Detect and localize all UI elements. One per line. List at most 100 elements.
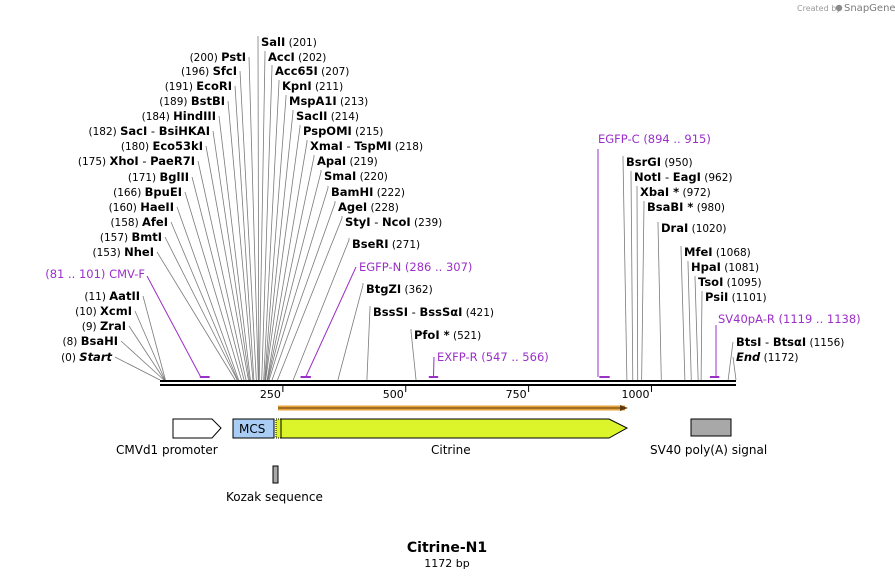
primer-leader <box>146 275 202 378</box>
site-label-styi[interactable]: StyI - NcoI (239) <box>345 215 442 229</box>
site-leader <box>687 261 692 381</box>
primer-label-egfpc[interactable]: EGFP-C (894 .. 915) <box>598 132 711 146</box>
site-label-noti[interactable]: NotI - EagI (962) <box>634 170 733 184</box>
site-leader <box>694 276 699 381</box>
site-label-bsrgi[interactable]: BsrGI (950) <box>626 155 693 169</box>
site-label-xbai[interactable]: XbaI * (972) <box>640 185 711 199</box>
site-label-bsahi[interactable]: (8) BsaHI <box>63 334 119 348</box>
site-leader <box>268 186 329 381</box>
site-label-sacii[interactable]: SacII (214) <box>296 109 359 123</box>
site-leader <box>266 140 308 381</box>
site-label-zrai[interactable]: (9) ZraI <box>82 319 126 333</box>
ruler-tick-label: 250 <box>260 388 281 401</box>
site-label-sali[interactable]: SalI (201) <box>261 35 317 49</box>
site-label-aatii[interactable]: (11) AatII <box>84 289 140 303</box>
ruler-tick-label: 500 <box>383 388 404 401</box>
site-label-hpai[interactable]: HpaI (1081) <box>691 260 759 274</box>
site-label-bglii[interactable]: (171) BglII <box>128 170 189 184</box>
site-label-btsi[interactable]: BtsI - BtsαI (1156) <box>736 335 844 349</box>
site-label-bsabi[interactable]: BsaBI * (980) <box>647 200 725 214</box>
site-label-mfei[interactable]: MfeI (1068) <box>684 245 751 259</box>
site-label-tsoi[interactable]: TsoI (1095) <box>698 275 762 289</box>
feature-label-sv40: SV40 poly(A) signal <box>650 443 767 457</box>
site-leader <box>134 310 166 381</box>
site-label-kpni[interactable]: KpnI (211) <box>282 79 343 93</box>
site-leader <box>410 329 417 381</box>
primer-label-sv40par[interactable]: SV40pA-R (1119 .. 1138) <box>718 312 861 326</box>
site-leader <box>264 95 287 381</box>
site-label-saci[interactable]: (182) SacI - BsiHKAI <box>89 124 210 138</box>
map-title: Citrine-N1 <box>407 540 487 556</box>
site-label-pspomi[interactable]: PspOMI (215) <box>303 124 383 138</box>
site-leader <box>197 160 247 381</box>
feature-kozak-box[interactable] <box>275 418 282 439</box>
site-label-apai[interactable]: ApaI (219) <box>317 154 378 168</box>
site-label-start[interactable]: (0) Start <box>61 350 112 364</box>
site-label-pfoi[interactable]: PfoI * (521) <box>414 328 481 342</box>
orf-arrowhead-icon <box>620 405 628 411</box>
site-label-eco53ki[interactable]: (180) Eco53kI <box>121 139 203 153</box>
site-leader <box>680 246 686 381</box>
primer-label-cmvf[interactable]: (81 .. 101) CMV-F <box>45 267 145 281</box>
site-label-acc65i[interactable]: Acc65I (207) <box>275 64 349 78</box>
site-labels: (0) Start (8) BsaHI(9) ZraI(10) XcmI(11) … <box>61 35 844 364</box>
site-label-agei[interactable]: AgeI (228) <box>338 200 399 214</box>
site-label-xcmi[interactable]: (10) XcmI <box>75 304 132 318</box>
site-label-smai[interactable]: SmaI (220) <box>324 169 388 183</box>
site-leader <box>630 171 634 381</box>
site-label-acci[interactable]: AccI (202) <box>268 50 326 64</box>
feature-citrine[interactable] <box>280 418 629 439</box>
site-label-bamhi[interactable]: BamHI (222) <box>331 185 405 199</box>
ruler-tick-label: 750 <box>506 388 527 401</box>
site-leader <box>267 155 315 381</box>
site-label-hindiii[interactable]: (184) HindIII <box>142 109 216 123</box>
site-label-haeii[interactable]: (160) HaeII <box>109 200 174 214</box>
site-label-nhei[interactable]: (153) NheI <box>93 245 154 259</box>
map-length: 1172 bp <box>424 557 469 570</box>
site-label-sfci[interactable]: (196) SfcI <box>181 64 237 78</box>
site-leader <box>128 325 165 381</box>
site-label-bseri[interactable]: BseRI (271) <box>352 237 420 251</box>
feature-mcs[interactable] <box>232 418 275 439</box>
site-leader <box>120 340 165 381</box>
feature-mcs-label: MCS <box>239 422 265 436</box>
primer-label-egfpn[interactable]: EGFP-N (286 .. 307) <box>359 260 472 274</box>
site-leader <box>366 306 371 381</box>
site-label-drai[interactable]: DraI (1020) <box>661 221 727 235</box>
site-leader <box>227 100 254 381</box>
primer-label-exfpr[interactable]: EXFP-R (547 .. 566) <box>437 350 549 364</box>
feature-label-cmvd1: CMVd1 promoter <box>116 443 218 457</box>
site-label-bpuei[interactable]: (166) BpuEI <box>113 185 182 199</box>
site-label-ecori[interactable]: (191) EcoRI <box>165 79 232 93</box>
feature-sv40-polya[interactable] <box>690 418 732 437</box>
site-label-psii[interactable]: PsiI (1101) <box>705 290 767 304</box>
site-leader <box>142 295 166 381</box>
site-leader <box>622 156 628 381</box>
site-label-bsssi[interactable]: BssSI - BssSαI (421) <box>373 305 494 319</box>
site-leader <box>164 236 238 381</box>
site-leader <box>657 222 662 381</box>
site-leader <box>248 56 259 381</box>
site-label-mspa1i[interactable]: MspA1I (213) <box>289 94 368 108</box>
site-leader <box>264 110 294 381</box>
site-leader <box>234 85 255 381</box>
site-leader <box>218 115 251 381</box>
site-label-psti[interactable]: (200) PstI <box>190 50 246 64</box>
ruler-ticks: 250 500 750 1000 <box>260 386 652 401</box>
ruler-tick-label: 1000 <box>621 388 649 401</box>
feature-label-citrine: Citrine <box>431 443 471 457</box>
site-leader <box>176 206 240 381</box>
site-label-xhoi[interactable]: (175) XhoI - PaeR7I <box>78 154 195 168</box>
site-leaders <box>114 36 737 381</box>
site-label-afei[interactable]: (158) AfeI <box>110 215 168 229</box>
feature-cmvd1-promoter[interactable] <box>172 418 222 439</box>
site-label-bmti[interactable]: (157) BmtI <box>100 230 162 244</box>
site-label-btgzi[interactable]: BtgZI (362) <box>366 282 433 296</box>
site-label-end[interactable]: End (1172) <box>736 350 799 364</box>
site-label-xmai[interactable]: XmaI - TspMI (218) <box>310 139 423 153</box>
site-leader <box>114 356 161 381</box>
site-leader <box>191 176 245 381</box>
site-label-bstbi[interactable]: (189) BstBI <box>159 94 225 108</box>
feature-kozak-sequence[interactable] <box>272 465 279 484</box>
